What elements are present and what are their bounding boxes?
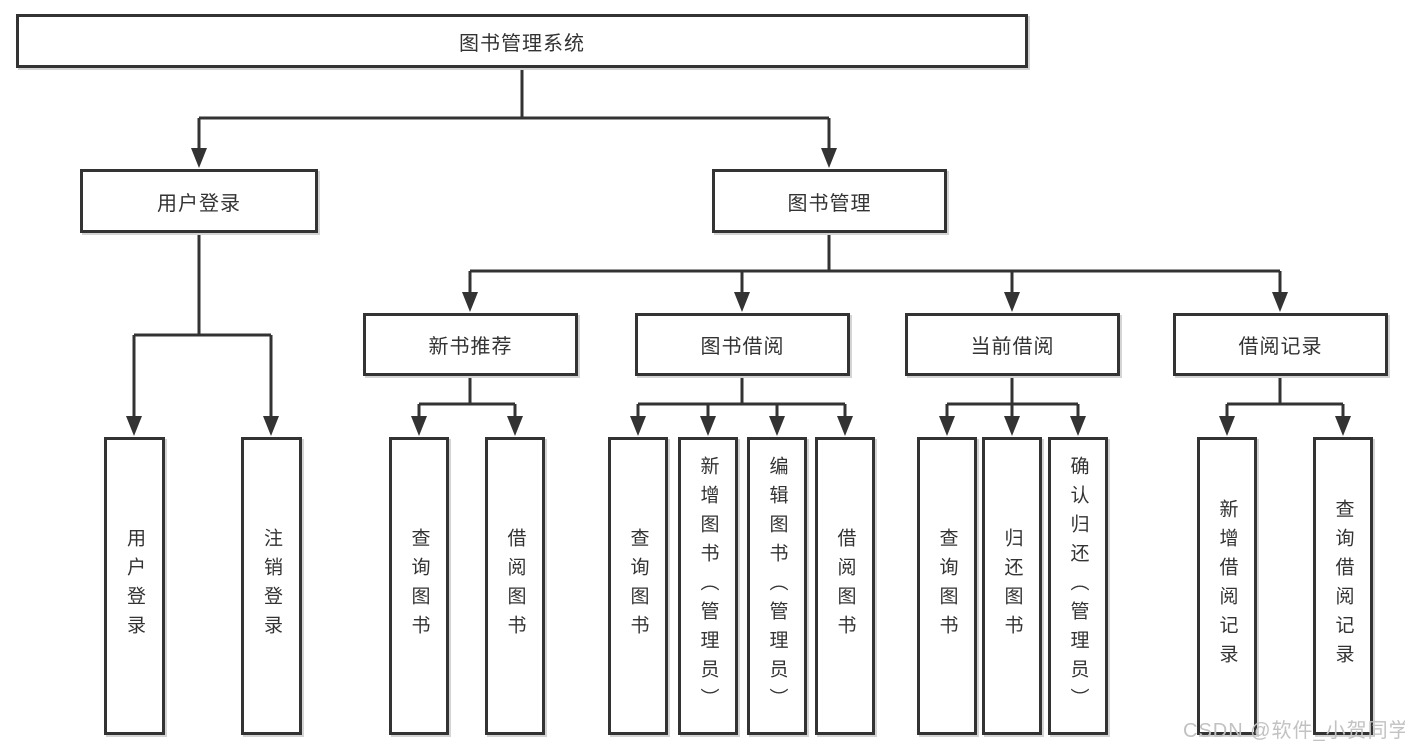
leaf-logout: 注销登录: [241, 437, 302, 735]
leaf-add-book-admin: 新增图书（管理员）: [678, 437, 738, 735]
node-current-borrowing: 当前借阅: [905, 313, 1120, 376]
node-new-book-recommend: 新书推荐: [363, 313, 578, 376]
node-borrowing-records: 借阅记录: [1173, 313, 1388, 376]
node-book-borrowing: 图书借阅: [635, 313, 850, 376]
node-book-management: 图书管理: [712, 169, 947, 233]
leaf-edit-book-admin: 编辑图书（管理员）: [747, 437, 807, 735]
node-library-system: 图书管理系统: [16, 14, 1028, 68]
leaf-add-borrow-record: 新增借阅记录: [1197, 437, 1257, 735]
leaf-borrow-books-borrowing: 借阅图书: [815, 437, 875, 735]
node-user-login: 用户登录: [80, 169, 318, 233]
csdn-watermark: CSDN @软件_小贺同学: [1183, 720, 1405, 742]
leaf-query-books-recommend: 查询图书: [389, 437, 449, 735]
leaf-confirm-return-admin: 确认归还（管理员）: [1048, 437, 1108, 735]
leaf-query-books-current: 查询图书: [917, 437, 977, 735]
leaf-query-books-borrowing: 查询图书: [608, 437, 668, 735]
leaf-query-borrow-record: 查询借阅记录: [1313, 437, 1373, 735]
leaf-user-login: 用户登录: [104, 437, 165, 735]
leaf-borrow-books-recommend: 借阅图书: [485, 437, 545, 735]
leaf-return-book: 归还图书: [982, 437, 1042, 735]
